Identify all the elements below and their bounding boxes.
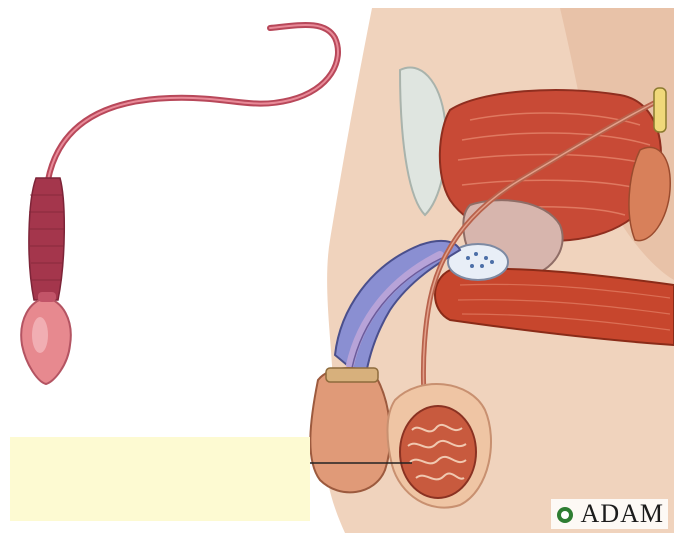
sperm-tail-highlight <box>48 25 338 180</box>
label-box <box>10 437 310 521</box>
sperm-neck <box>38 292 56 302</box>
adam-credit-text: ADAM <box>581 499 664 528</box>
vas-deferens-end <box>654 88 666 132</box>
testis <box>400 406 476 498</box>
sperm-midpiece <box>29 178 64 300</box>
adam-credit: ADAM <box>551 499 668 529</box>
sperm-head-highlight <box>32 317 48 353</box>
sperm-tail <box>48 25 338 180</box>
reproductive-anatomy <box>308 8 674 533</box>
adam-logo-icon <box>555 505 575 525</box>
foreskin-band <box>326 368 378 382</box>
sperm-cell <box>21 25 338 384</box>
glans <box>310 368 390 492</box>
